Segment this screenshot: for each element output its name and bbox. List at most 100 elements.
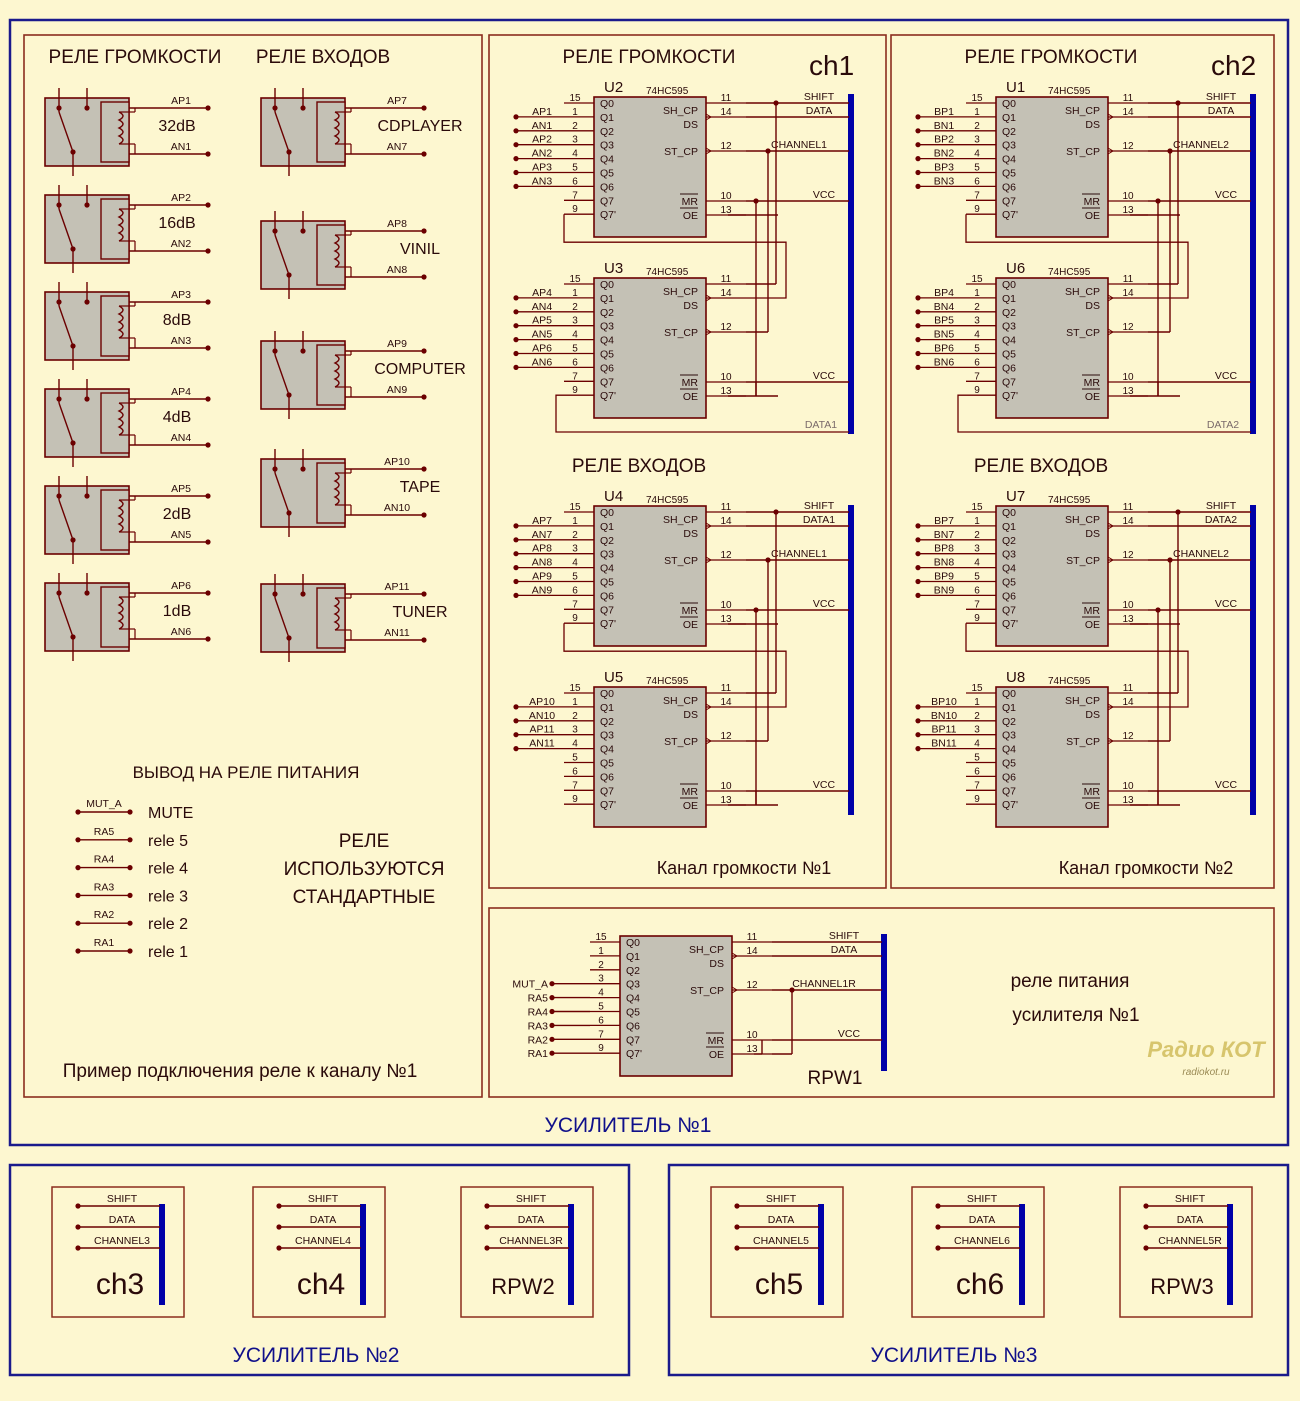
- pin-number: 4: [974, 149, 980, 160]
- block-border: [1119, 1186, 1253, 1318]
- net-label: AN1: [171, 141, 192, 153]
- pin-name: SH_CP: [1065, 695, 1100, 707]
- pin-name: SH_CP: [663, 514, 698, 526]
- net-terminal: [513, 183, 519, 189]
- relay-switch-arm: [274, 234, 290, 276]
- chip-body: [995, 686, 1109, 828]
- amplifier-blocks: SHIFTDATACHANNEL3ch3SHIFTDATACHANNEL4ch4…: [51, 1186, 1253, 1318]
- bus-net-label: DATA2: [1207, 419, 1239, 431]
- rpw1-label: RPW1: [808, 1068, 863, 1089]
- relay-contact: [84, 299, 90, 305]
- net-terminal: [935, 1224, 941, 1230]
- net-label: AN2: [171, 238, 192, 250]
- bus-net-label: DATA: [109, 1214, 135, 1226]
- pin-name: SH_CP: [663, 105, 698, 117]
- pin-number: 10: [1122, 191, 1134, 202]
- relay-coil: [117, 402, 124, 436]
- pin-number: 13: [1122, 614, 1134, 625]
- bus-net-label: SHIFT: [967, 1193, 998, 1205]
- pin-number: 6: [572, 585, 578, 596]
- pin-name: Q5: [1002, 349, 1016, 361]
- relay-contact: [272, 466, 278, 472]
- pin-number: 7: [974, 371, 980, 382]
- net-terminal: [915, 551, 921, 557]
- relay-contact: [70, 246, 76, 252]
- chip-type: 74HC595: [646, 267, 689, 278]
- net-label: BN11: [931, 738, 957, 750]
- pin-name: Q3: [600, 549, 614, 561]
- pin-number: 13: [746, 1044, 758, 1055]
- clock-mark: [1107, 703, 1114, 711]
- chip-body: [593, 96, 707, 238]
- net-label: AN9: [387, 384, 408, 396]
- pin-name: Q7': [1002, 799, 1018, 811]
- clock-mark: [1107, 294, 1114, 302]
- relay-switch-arm: [274, 472, 290, 514]
- pin-name: DS: [1085, 300, 1100, 312]
- pin-number: 13: [720, 205, 732, 216]
- pin-name: Q3: [1002, 140, 1016, 152]
- net-terminal: [276, 1224, 282, 1230]
- net-terminal: [1143, 1203, 1149, 1209]
- net-terminal: [513, 337, 519, 343]
- power-outputs-title: ВЫВОД НА РЕЛЕ ПИТАНИЯ: [133, 763, 360, 782]
- pin-number: 11: [721, 274, 732, 285]
- net-label: RA4: [528, 1007, 549, 1019]
- net-terminal: [75, 809, 81, 815]
- pin-name: Q6: [626, 1020, 640, 1032]
- junction-dot: [1167, 557, 1173, 563]
- amplifier-3-frame: [667, 1163, 1290, 1377]
- pin-name: MR: [682, 196, 699, 208]
- inputs-relays-title: РЕЛЕ ВХОДОВ: [256, 47, 390, 68]
- cascade-wire: [563, 623, 787, 708]
- clock-mark: [705, 556, 712, 564]
- relay-coil: [117, 111, 124, 145]
- net-terminal: [421, 466, 427, 472]
- pin-name: ST_CP: [664, 555, 698, 567]
- pin-name: Q7: [600, 785, 614, 797]
- relay-contact: [84, 105, 90, 111]
- radiokot-url: radiokot.ru: [1182, 1067, 1230, 1078]
- net-label: BN3: [934, 175, 955, 187]
- pin-name: Q4: [600, 335, 614, 347]
- pin-number: 5: [974, 753, 980, 764]
- example-caption: Пример подключения реле к каналу №1: [63, 1061, 418, 1082]
- pin-name: Q4: [600, 563, 614, 575]
- net-label: AP11: [530, 724, 555, 736]
- pin-name: Q6: [600, 181, 614, 193]
- relay-coil-box: [316, 224, 346, 286]
- pin-number: 13: [1122, 795, 1134, 806]
- relay-contact: [286, 392, 292, 398]
- pin-name: Q0: [1002, 507, 1016, 519]
- clock-mark: [1107, 147, 1114, 155]
- pin-name: Q2: [1002, 307, 1016, 319]
- rpw1-caption: реле питания: [1011, 971, 1130, 992]
- pin-name: DS: [709, 958, 724, 970]
- pin-number: 11: [721, 683, 732, 694]
- net-label: AN8: [532, 557, 553, 569]
- net-terminal: [75, 920, 81, 926]
- bus-net-label: DATA: [969, 1214, 995, 1226]
- pin-name: ST_CP: [690, 985, 724, 997]
- pin-name: Q7: [1002, 376, 1016, 388]
- relay-contact: [300, 466, 306, 472]
- relay-coil: [333, 111, 340, 145]
- relay-coil: [333, 597, 340, 631]
- pin-number: 11: [721, 502, 732, 513]
- net-terminal: [205, 299, 211, 305]
- bus-net-label: CHANNEL2: [1173, 139, 1229, 151]
- pin-number: 13: [720, 795, 732, 806]
- net-label: AP4: [171, 386, 191, 398]
- pin-number: 12: [1122, 322, 1134, 333]
- clock-mark: [705, 737, 712, 745]
- bus-net-label: SHIFT: [766, 1193, 797, 1205]
- pin-number: 2: [974, 302, 980, 313]
- pin-name: Q7': [600, 618, 616, 630]
- clock-mark: [1107, 737, 1114, 745]
- pin-name: Q5: [600, 168, 614, 180]
- junction-dot: [789, 987, 795, 993]
